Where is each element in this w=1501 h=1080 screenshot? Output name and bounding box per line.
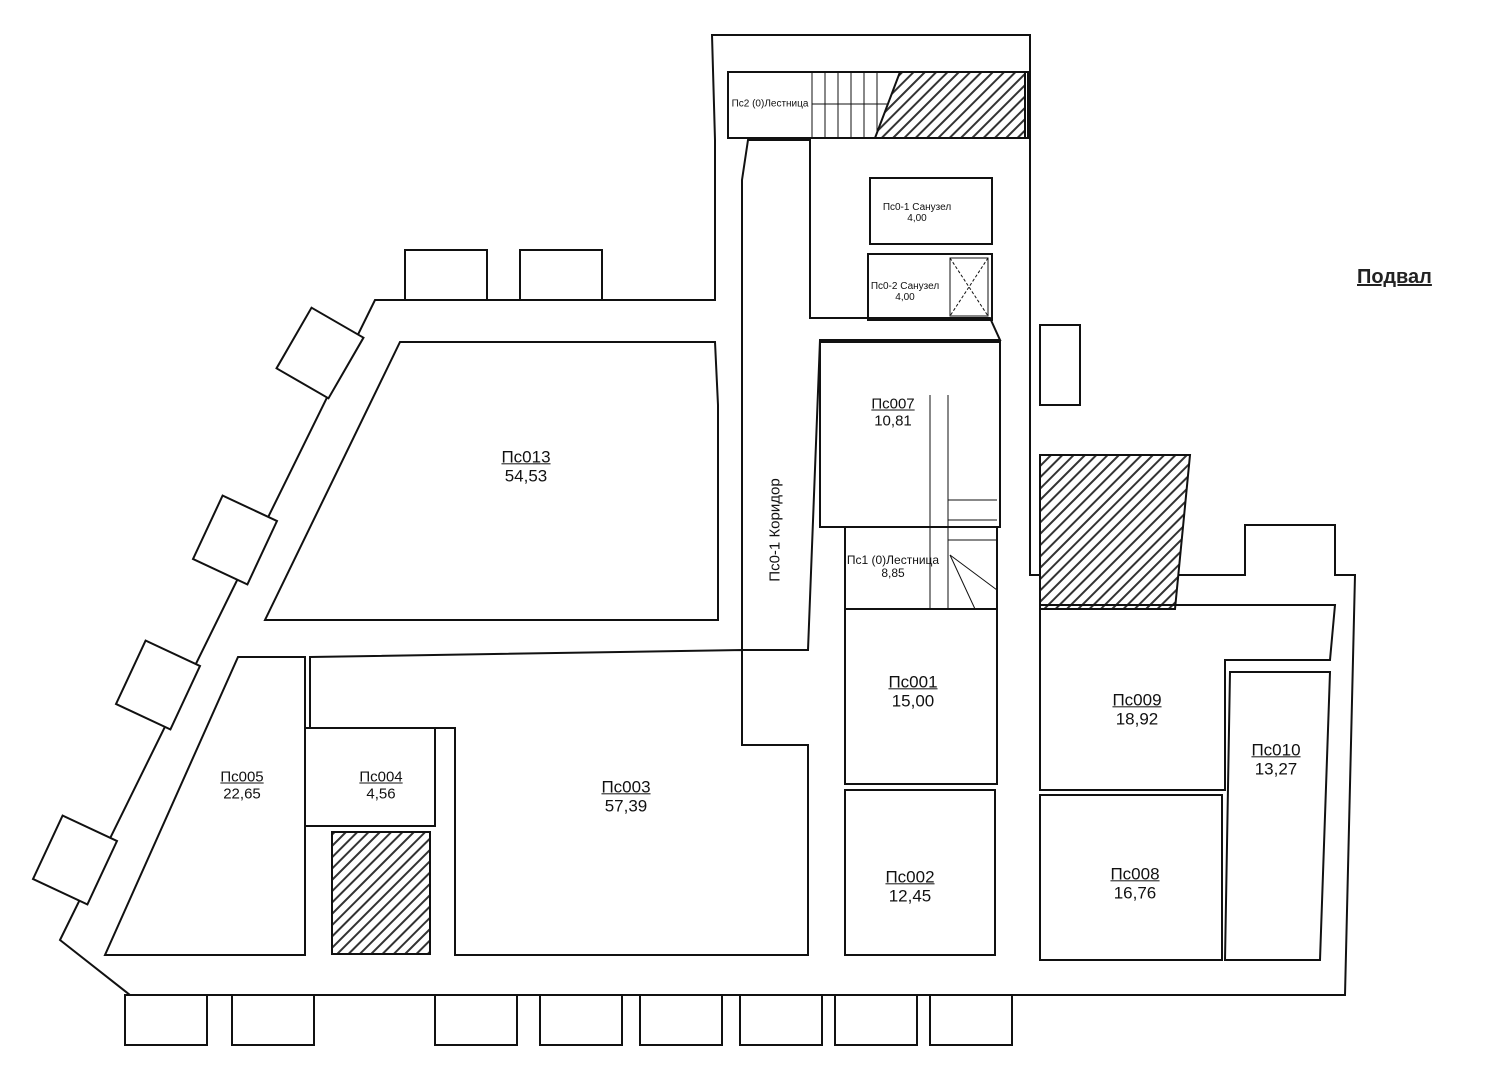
room-pc010: [1223, 671, 1332, 961]
room-label-stair-pc2: Пс2 (0)Лестница: [731, 98, 809, 110]
plan-title: Подвал: [1357, 266, 1432, 288]
hatched-area-bottom: [331, 831, 431, 955]
room-pc003: [309, 648, 809, 956]
room-pc002: [844, 789, 996, 956]
room-wc2: [867, 253, 993, 321]
room-wc1: [869, 177, 993, 245]
shower: [949, 257, 989, 317]
hatched-area-mid: [1039, 454, 1192, 610]
room-pc013: [263, 341, 719, 621]
corridor-label: Пс0-1 Коридор: [766, 478, 784, 582]
hatched-area-top: [873, 71, 1026, 139]
room-pc005: [103, 656, 306, 956]
room-pc001: [844, 608, 998, 785]
room-pc008: [1039, 794, 1223, 961]
room-pc009: [1039, 604, 1337, 791]
